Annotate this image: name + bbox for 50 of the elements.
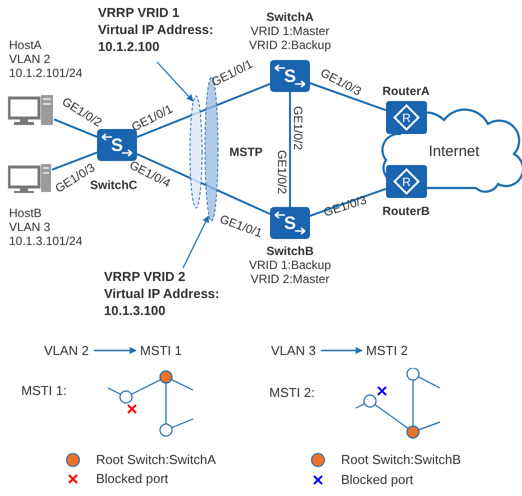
device-label: VLAN 3 <box>9 220 52 234</box>
link-line <box>54 118 98 138</box>
mapping-label: VLAN 2 <box>44 343 90 358</box>
device-label: 10.1.3.101/24 <box>9 234 84 248</box>
mapping-label: MSTI 2 <box>366 343 412 358</box>
switch-icon: S <box>270 207 310 239</box>
leader-arrow <box>156 62 194 102</box>
device-label: RouterB <box>381 204 431 218</box>
device-label: HostB <box>9 206 43 220</box>
link-line <box>310 188 386 217</box>
device-label: VRID 2:Master <box>250 272 330 286</box>
device-label: 10.1.2.101/24 <box>9 66 84 80</box>
legend-text: Root Switch:SwitchB <box>341 453 461 467</box>
vrrp-note: VRRP VRID 2 <box>104 268 186 285</box>
device-label: SwitchA <box>265 10 315 24</box>
switch-icon: S <box>270 60 310 92</box>
legend-text: Blocked port <box>341 473 414 487</box>
link-line <box>52 152 98 171</box>
router-icon: R <box>386 101 427 134</box>
device-label: RouterA <box>381 84 431 98</box>
link-line <box>136 83 270 138</box>
device-label: VRID 1:Backup <box>248 258 332 272</box>
device-label: VRID 2:Backup <box>248 38 332 52</box>
router-icon: R <box>386 165 427 198</box>
protocol-label: MSTP <box>229 145 263 159</box>
arrow <box>321 347 363 354</box>
port-label: GE1/0/2 <box>291 106 305 150</box>
legend-text: Blocked port <box>96 472 168 486</box>
instance-label: MSTI 2: <box>269 386 315 400</box>
instance-label: MSTI 1: <box>21 384 67 398</box>
arrow <box>94 347 137 354</box>
device-label: VRID 1:Master <box>250 24 330 38</box>
link-line <box>310 82 386 112</box>
computer-icon <box>8 94 54 126</box>
device-label: VLAN 2 <box>9 52 52 66</box>
switch-icon: S <box>97 129 137 161</box>
vrrp-note: Virtual IP Address: 10.1.3.100 <box>104 285 220 319</box>
device-label: HostA <box>9 38 43 52</box>
vrrp-note: VRRP VRID 1 <box>98 4 180 21</box>
legend-text: Root Switch:SwitchA <box>96 453 216 467</box>
port-label: GE1/0/3 <box>322 192 368 220</box>
mapping-label: MSTI 1 <box>140 343 186 358</box>
vrrp-note: Virtual IP Address: 10.1.2.100 <box>98 21 214 55</box>
vrrp-group-ellipse <box>189 95 203 209</box>
leader-arrow <box>182 215 210 268</box>
computer-icon <box>8 163 52 193</box>
device-label: SwitchB <box>265 244 315 258</box>
port-label: GE1/0/2 <box>275 150 289 194</box>
mapping-label: VLAN 3 <box>271 343 317 358</box>
link-line <box>289 92 291 207</box>
